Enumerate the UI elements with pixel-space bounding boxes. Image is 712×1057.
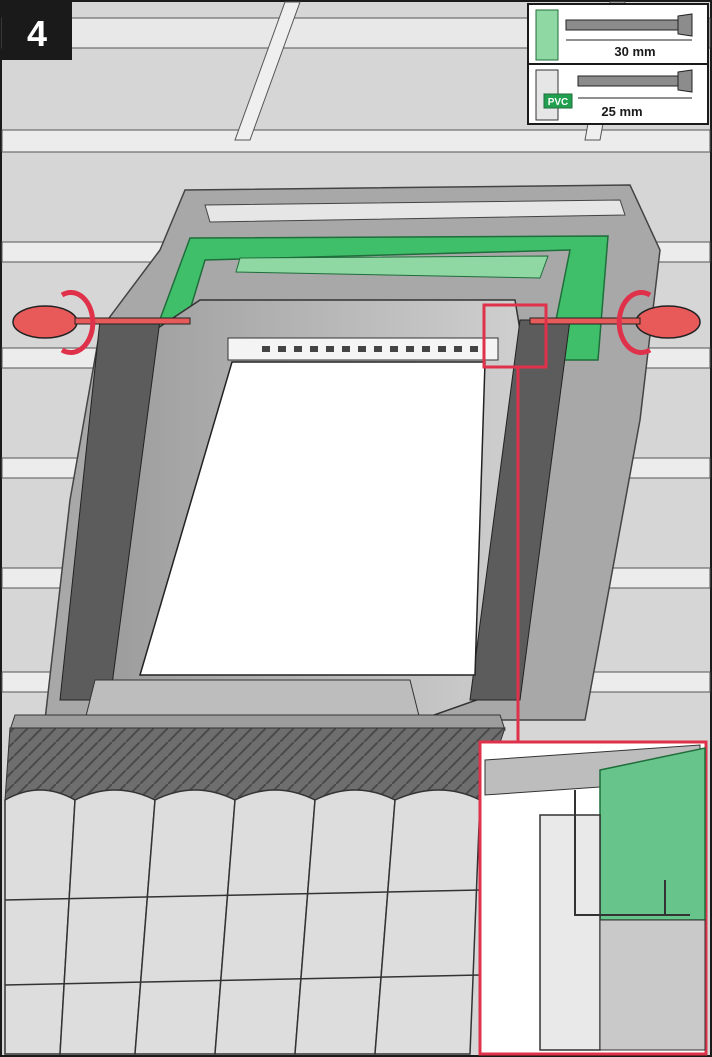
screw-icon (565, 13, 693, 37)
glass-pane (138, 361, 486, 676)
pvc-badge-label: PVC (548, 97, 569, 108)
bottom-frame (84, 679, 421, 721)
pvc-badge (543, 93, 573, 109)
screw-legend: 30 mm PVC 25 mm (527, 3, 709, 125)
step-number: 4 (27, 13, 47, 54)
screw-length-pvc: 25 mm (601, 104, 642, 119)
screwdriver-icon (12, 305, 191, 339)
roof-tiles (4, 789, 481, 1055)
rotation-arrow-icon (60, 290, 96, 355)
vent-slots (262, 346, 478, 352)
detail-inset (478, 740, 708, 1056)
screw-length-wood: 30 mm (614, 44, 655, 59)
wood-grain-icon (535, 9, 559, 61)
underlay-apron (4, 727, 506, 801)
step-badge (2, 2, 72, 60)
rotation-arrow-icon (616, 290, 652, 355)
screw-icon (577, 69, 693, 93)
detail-highlight-box (482, 303, 548, 369)
top-cover (204, 199, 626, 223)
green-flashing-inner (235, 255, 549, 279)
screwdriver-icon (529, 305, 701, 339)
bottom-flashing-strip (9, 714, 506, 731)
